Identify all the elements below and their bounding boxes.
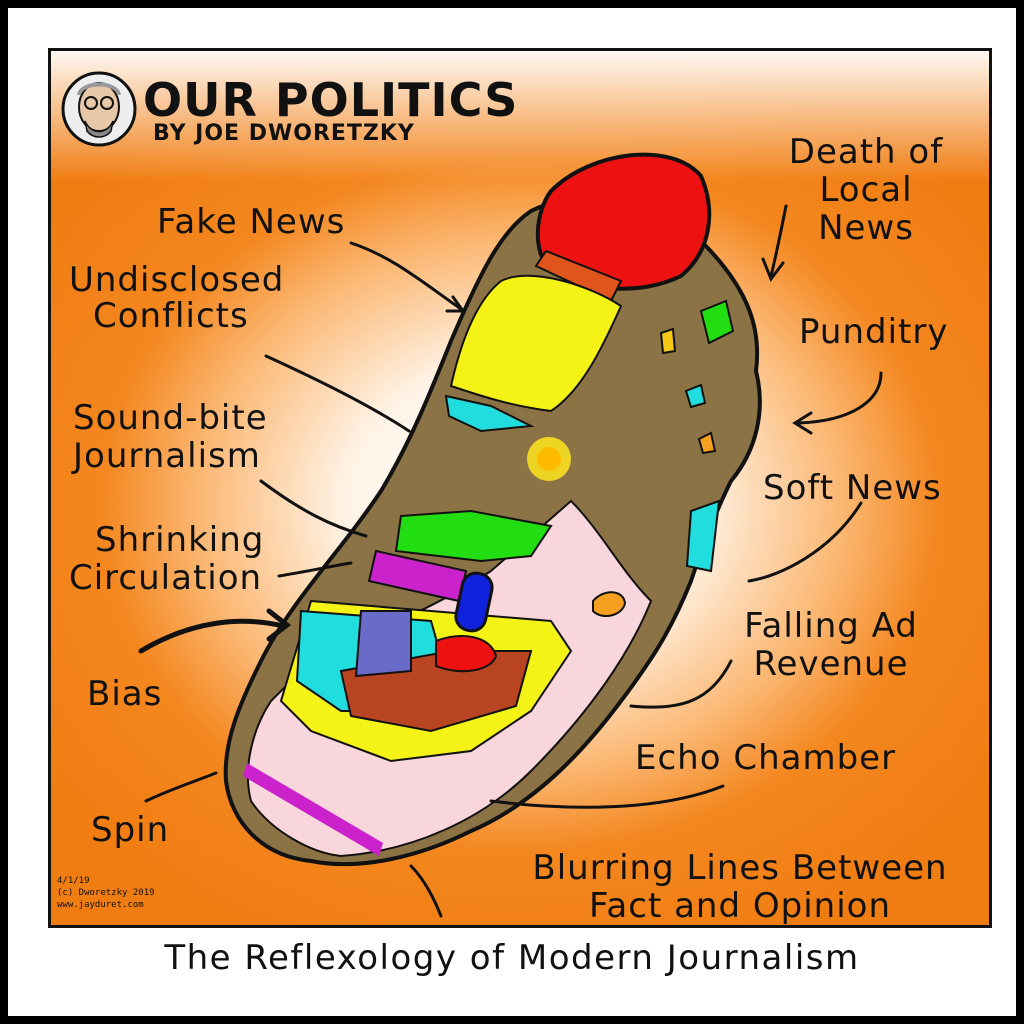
label-undisclosed-1: Undisclosed	[69, 260, 285, 300]
credit-date: 4/1/19	[57, 876, 90, 886]
label-shrinking-1: Shrinking	[95, 520, 265, 560]
label-death-local-2: Local	[819, 170, 913, 210]
credit-url: www.jayduret.com	[57, 900, 144, 910]
side-cyan	[685, 499, 721, 573]
toe-yellow	[659, 327, 677, 355]
foot-illustration	[138, 152, 883, 918]
toe-green	[699, 299, 735, 345]
credit-copyright: (c) Dworetzky 2019	[57, 888, 155, 898]
label-falling-ad-2: Revenue	[753, 644, 909, 684]
label-sound-bite-1: Sound-bite	[73, 398, 268, 438]
comic-caption: The Reflexology of Modern Journalism	[164, 938, 860, 978]
toe-cyan	[684, 383, 707, 409]
label-death-local-1: Death of	[788, 132, 944, 172]
label-echo-chamber: Echo Chamber	[635, 738, 897, 778]
label-spin: Spin	[91, 810, 170, 850]
yellow-zone	[449, 274, 623, 413]
cyan-strip-upper	[444, 394, 535, 433]
comic-panel: OUR POLITICS BY JOE DWORETZKY Fake News …	[48, 48, 992, 928]
author-avatar	[61, 71, 137, 147]
comic-byline: BY JOE DWORETZKY	[153, 121, 415, 146]
label-sound-bite-2: Journalism	[73, 436, 261, 476]
label-fake-news: Fake News	[157, 202, 346, 242]
side-orange	[592, 591, 627, 618]
label-bias: Bias	[87, 674, 163, 714]
toe-orange	[697, 431, 717, 455]
label-soft-news: Soft News	[763, 468, 942, 508]
purple-strip	[354, 610, 412, 678]
credit-block: 4/1/19 (c) Dworetzky 2019 www.jayduret.c…	[57, 875, 155, 911]
label-shrinking-2: Circulation	[69, 558, 263, 598]
label-blurring-1: Blurring Lines Between	[532, 848, 948, 888]
label-death-local-3: News	[818, 208, 914, 248]
panel-highlight	[51, 51, 989, 181]
heel-magenta-stripe	[243, 763, 383, 856]
blue-capsule	[454, 571, 494, 633]
comic-title: OUR POLITICS	[143, 73, 519, 127]
label-undisclosed-2: Conflicts	[93, 296, 249, 336]
arrows	[138, 204, 883, 918]
label-blurring-2: Fact and Opinion	[588, 886, 891, 926]
green-zone	[394, 509, 553, 563]
label-falling-ad-1: Falling Ad	[744, 606, 918, 646]
red-blob	[435, 635, 498, 673]
comic-frame: OUR POLITICS BY JOE DWORETZKY Fake News …	[8, 8, 1016, 1016]
label-punditry: Punditry	[799, 312, 949, 352]
